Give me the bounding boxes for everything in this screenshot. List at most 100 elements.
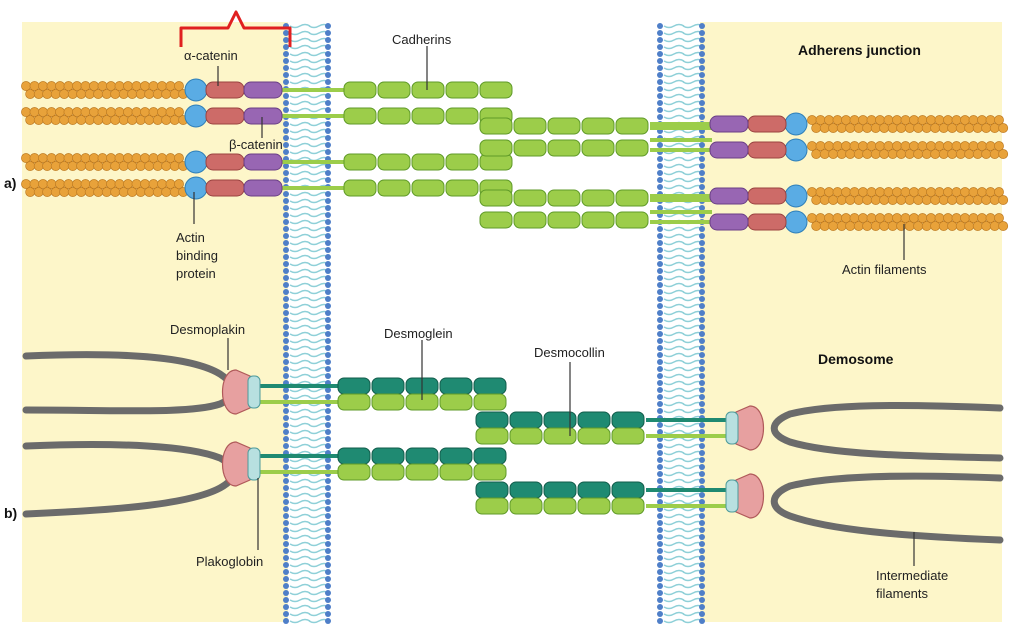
actin-binding-protein-shape	[184, 78, 208, 102]
lipid-head	[657, 380, 663, 386]
label-desmoplakin: Desmoplakin	[170, 322, 245, 337]
lipid-tail-outer	[289, 121, 311, 127]
lipid-tail-outer	[663, 275, 685, 281]
desmocollin-domain	[475, 497, 509, 515]
lipid-head	[325, 359, 331, 365]
cadherin-domain	[479, 81, 513, 99]
lipid-head	[657, 492, 663, 498]
actin-bead	[921, 123, 932, 133]
lipid-head	[699, 527, 705, 533]
desmoglein-domain	[473, 377, 507, 395]
panel-b-marker: b)	[4, 505, 17, 521]
lipid-head	[283, 233, 289, 239]
lipid-tail-outer	[663, 576, 685, 582]
actin-bead	[127, 89, 138, 99]
actin-bead	[913, 149, 924, 159]
lipid-tail-outer	[663, 331, 685, 337]
lipid-head	[283, 597, 289, 603]
lipid-tail-outer	[289, 268, 311, 274]
desmocollin-domain	[337, 463, 371, 481]
beta-catenin-shape	[709, 115, 749, 133]
lipid-head	[657, 604, 663, 610]
lipid-head	[325, 387, 331, 393]
lipid-head	[657, 86, 663, 92]
lipid-tail-outer	[289, 79, 311, 85]
lipid-head	[283, 534, 289, 540]
lipid-head	[325, 583, 331, 589]
lipid-tail-outer	[663, 359, 685, 365]
cadherin-domain	[513, 139, 547, 157]
lipid-head	[657, 79, 663, 85]
lipid-head	[283, 317, 289, 323]
lipid-head	[283, 282, 289, 288]
lipid-tail-outer	[289, 128, 311, 134]
actin-bead	[930, 123, 941, 133]
actin-bead	[955, 149, 966, 159]
lipid-tail-outer	[663, 401, 685, 407]
actin-bead	[947, 221, 958, 231]
actin-bead	[921, 221, 932, 231]
lipid-head	[325, 191, 331, 197]
actin-bead	[93, 89, 104, 99]
lipid-head	[699, 296, 705, 302]
lipid-tail-outer	[289, 464, 311, 470]
lipid-head	[699, 359, 705, 365]
lipid-tail-outer	[663, 30, 685, 36]
lipid-head	[283, 93, 289, 99]
lipid-head	[657, 303, 663, 309]
lipid-head	[283, 485, 289, 491]
desmosome-membrane-links	[258, 384, 728, 508]
cadherin-domain	[377, 107, 411, 125]
lipid-head	[657, 527, 663, 533]
lipid-tail-outer	[663, 156, 685, 162]
lipid-head	[657, 450, 663, 456]
lipid-head	[699, 303, 705, 309]
desmocollin-domain	[475, 427, 509, 445]
lipid-tail-outer	[289, 422, 311, 428]
desmocollin-domain	[371, 393, 405, 411]
lipid-tail-outer	[663, 317, 685, 323]
lipid-tail-outer	[289, 527, 311, 533]
right-cell-membrane	[657, 23, 705, 624]
lipid-head	[283, 163, 289, 169]
cadherin-domain	[547, 211, 581, 229]
lipid-tail-outer	[289, 359, 311, 365]
lipid-head	[325, 604, 331, 610]
actin-bead	[59, 89, 70, 99]
lipid-tail-outer	[289, 72, 311, 78]
lipid-tail-outer	[663, 93, 685, 99]
lipid-tail-outer	[289, 135, 311, 141]
lipid-head	[699, 205, 705, 211]
lipid-head	[657, 471, 663, 477]
lipid-tail-outer	[663, 233, 685, 239]
lipid-head	[699, 58, 705, 64]
desmosome-plaques	[222, 369, 764, 519]
lipid-head	[325, 618, 331, 624]
actin-bead	[853, 149, 864, 159]
lipid-head	[699, 184, 705, 190]
lipid-head	[657, 177, 663, 183]
actin-bead	[76, 187, 87, 197]
lipid-head	[283, 429, 289, 435]
lipid-head	[657, 72, 663, 78]
lipid-head	[699, 100, 705, 106]
actin-bead	[67, 161, 78, 171]
cadherin-domain	[547, 139, 581, 157]
lipid-tail-outer	[663, 79, 685, 85]
lipid-tail-outer	[289, 611, 311, 617]
lipid-head	[657, 310, 663, 316]
lipid-head	[657, 51, 663, 57]
lipid-tail-outer	[663, 65, 685, 71]
actin-bead	[152, 115, 163, 125]
actin-bead	[161, 187, 172, 197]
lipid-head	[657, 37, 663, 43]
plakoglobin-shape	[247, 447, 261, 481]
lipid-head	[657, 618, 663, 624]
beta-catenin-shape	[243, 179, 283, 197]
beta-catenin-shape	[243, 153, 283, 171]
lipid-tail-outer	[663, 37, 685, 43]
intermediate-filament-loop	[770, 402, 1004, 462]
lipid-head	[283, 611, 289, 617]
actin-bead	[25, 89, 36, 99]
actin-bead	[981, 195, 992, 205]
